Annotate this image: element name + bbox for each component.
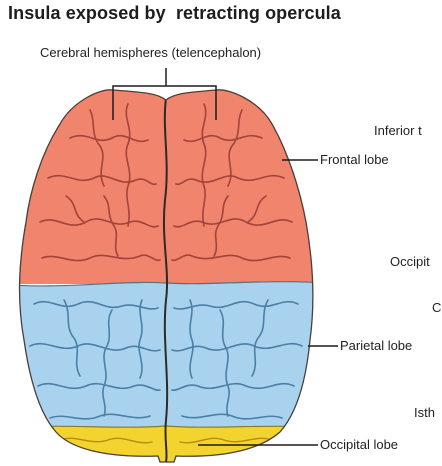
c-label-cutoff: C bbox=[432, 300, 441, 315]
frontal-lobe-region bbox=[0, 80, 340, 284]
occipit-label-cutoff: Occipit bbox=[390, 254, 430, 269]
frontal-lobe-label: Frontal lobe bbox=[320, 152, 389, 167]
occipital-lobe-region bbox=[0, 426, 340, 466]
hemispheres-label: Cerebral hemispheres (telencephalon) bbox=[40, 45, 261, 60]
inferior-label-cutoff: Inferior t bbox=[374, 123, 422, 138]
isth-label-cutoff: Isth bbox=[414, 405, 435, 420]
parietal-lobe-label: Parietal lobe bbox=[340, 338, 412, 353]
occipital-lobe-label: Occipital lobe bbox=[320, 437, 398, 452]
